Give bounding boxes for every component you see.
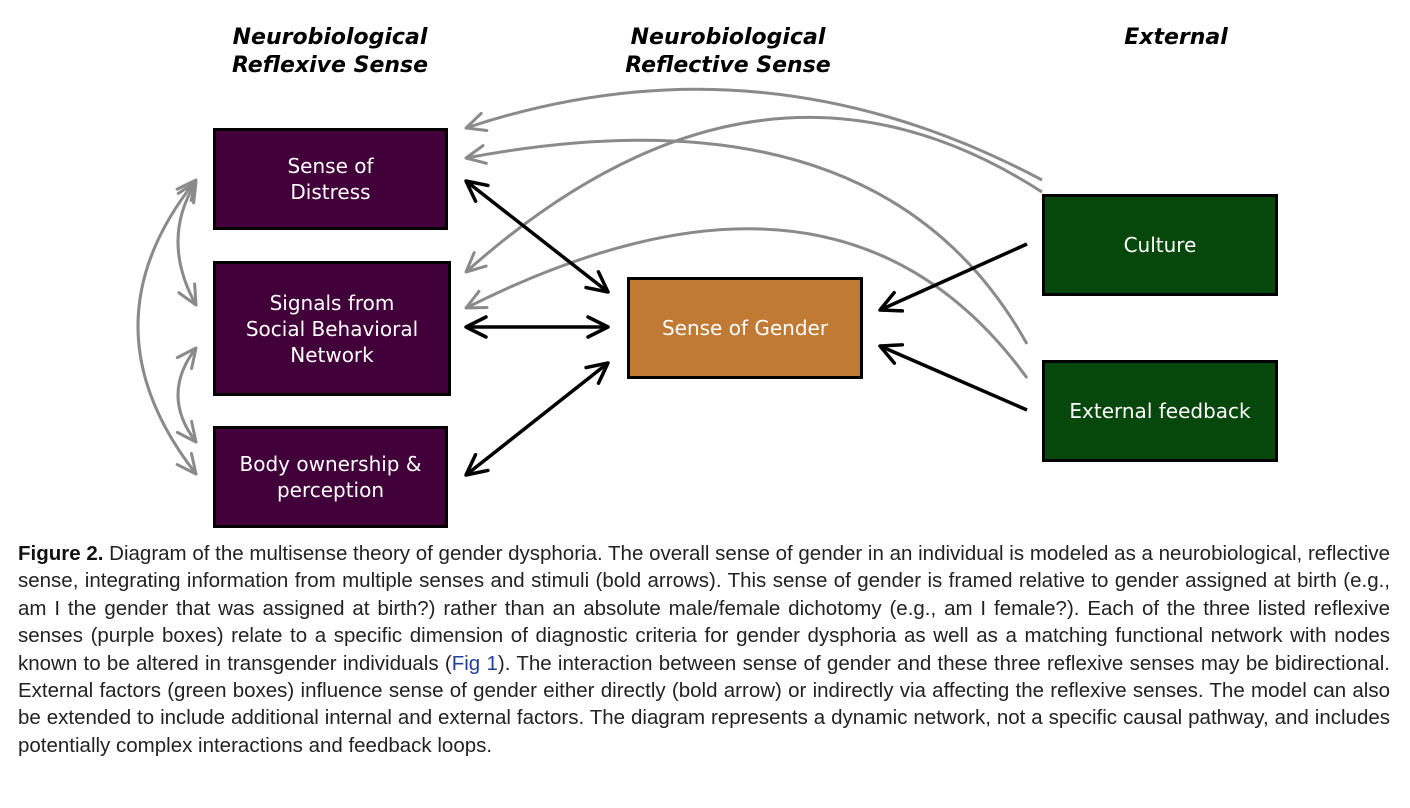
arrow-distress-gender [464, 179, 610, 294]
arrow-body-gender [464, 361, 610, 477]
node-sense-of-gender: Sense of Gender [627, 277, 863, 379]
node-culture: Culture [1042, 194, 1278, 296]
diagram-arrows [136, 87, 1043, 477]
arrow-culture-distress [464, 87, 1043, 182]
header-external: External [1124, 25, 1228, 50]
arrow-culture-gender [878, 242, 1028, 313]
header-reflective-sense: Neurobiological Reflective Sense [625, 25, 831, 78]
node-external-feedback: External feedback [1042, 360, 1278, 462]
figure-label: Figure 2. [18, 542, 104, 565]
caption-text-continued: ). The interaction between sense of gend… [18, 651, 1390, 757]
node-body-ownership-perception: Body ownership & perception [213, 426, 448, 528]
arrow-feedback-gender [878, 343, 1028, 412]
node-sense-of-distress: Sense of Distress [213, 128, 448, 230]
arrow-signals-body [175, 346, 198, 444]
figure-caption: Figure 2. Diagram of the multisense theo… [18, 540, 1390, 759]
fig-1-link[interactable]: Fig 1 [451, 651, 498, 675]
arrow-feedback-distress [464, 138, 1029, 345]
caption-text: Diagram of the multisense theory of gend… [18, 542, 1390, 675]
arrow-distress-body [136, 178, 198, 476]
header-reflexive-sense: Neurobiological Reflexive Sense [231, 25, 429, 78]
node-signals-social-behavioral-network: Signals from Social Behavioral Network [213, 261, 451, 396]
